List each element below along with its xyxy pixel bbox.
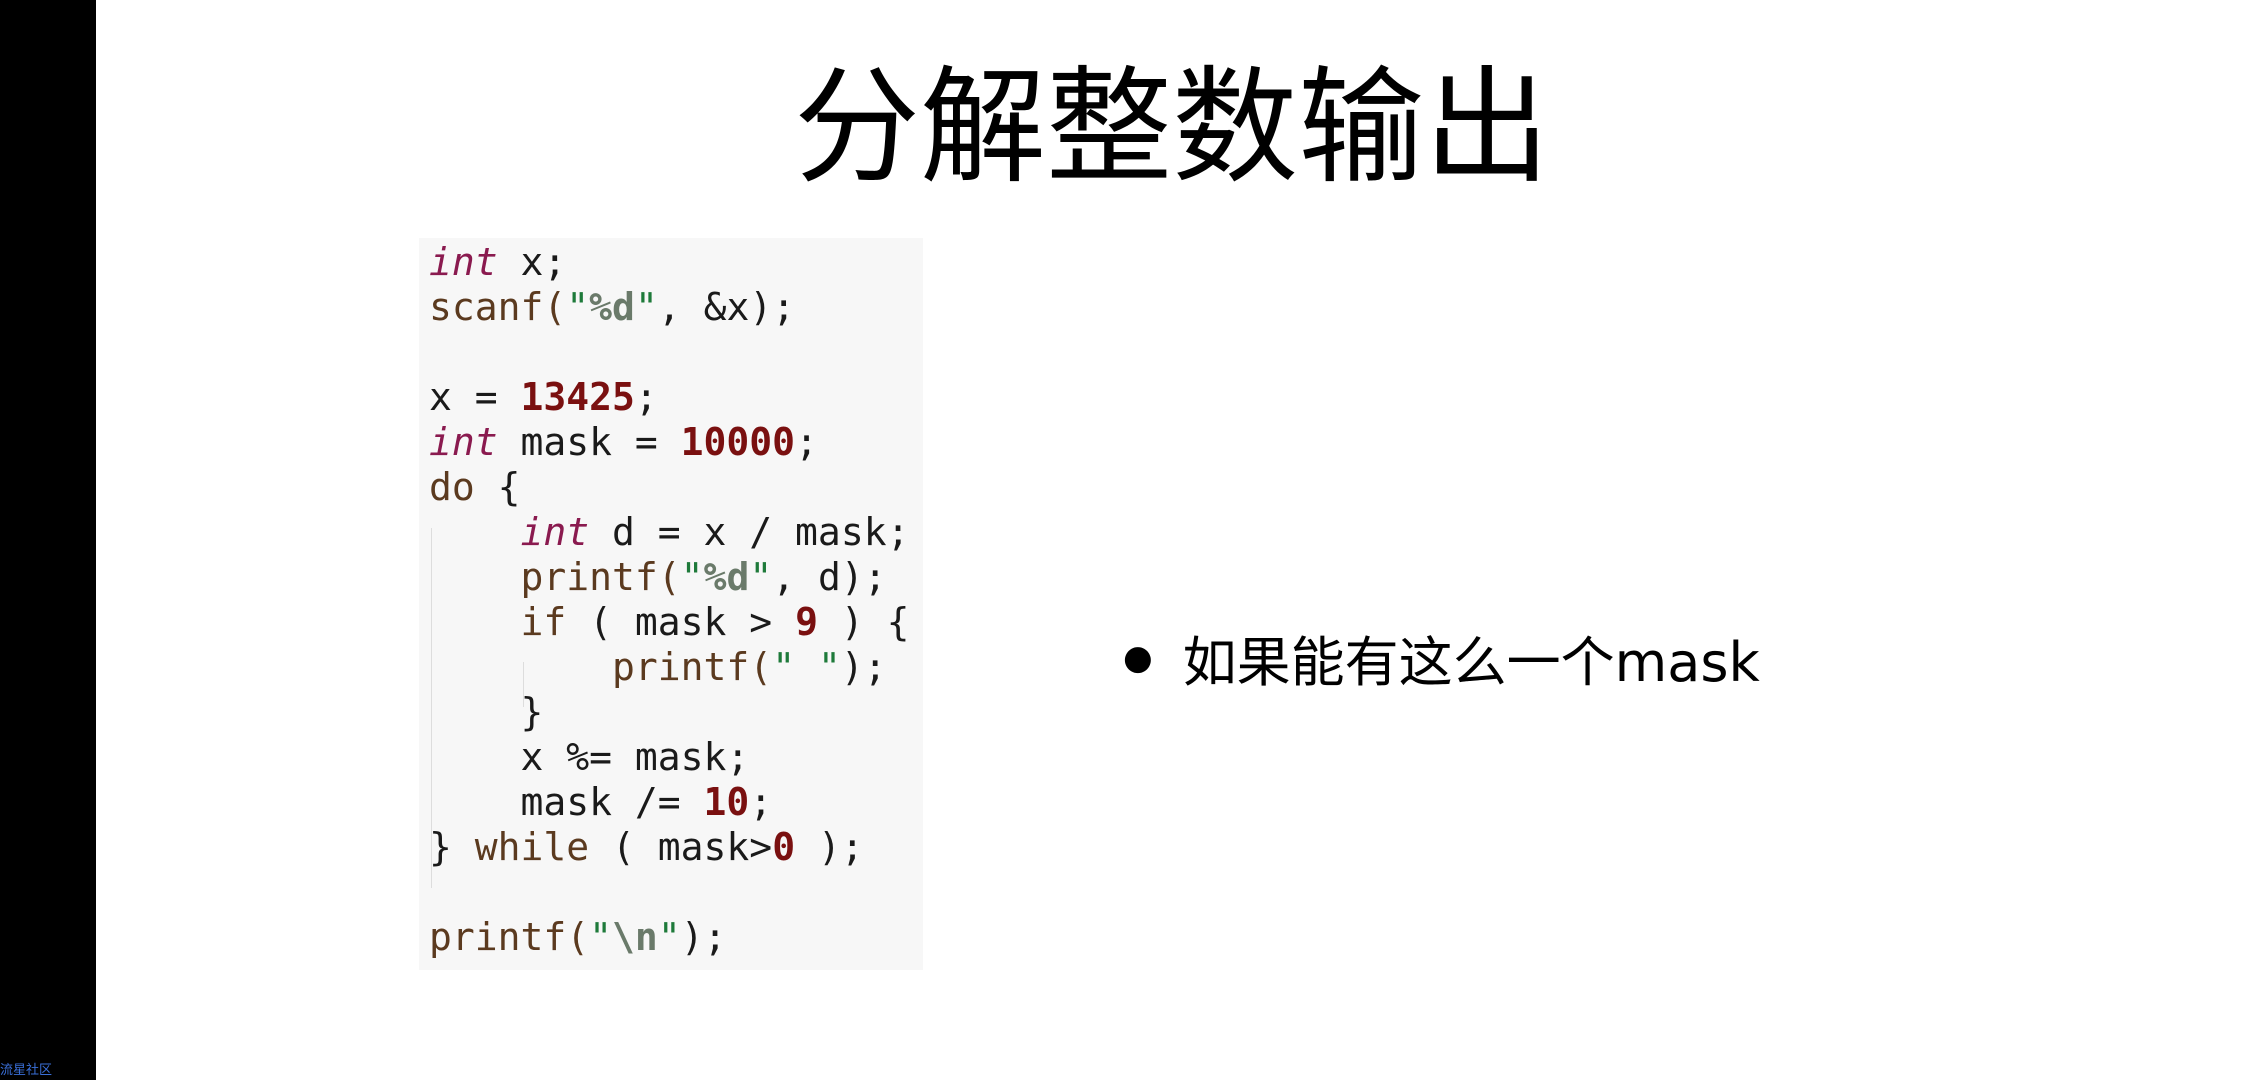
code-token: ( mask > <box>566 600 796 644</box>
code-token: ( mask> <box>589 825 773 869</box>
code-token: x; <box>497 240 567 284</box>
code-token: 9 <box>795 600 818 644</box>
code-line: int d = x / mask; <box>429 510 910 555</box>
code-token: " <box>657 915 681 959</box>
watermark: 流星社区 <box>0 1063 53 1078</box>
bullet-text: 如果能有这么一个mask <box>1182 631 1760 694</box>
bullet-dot-icon: ● <box>1123 637 1153 678</box>
code-token: x = <box>429 375 521 419</box>
slide-title: 分解整数输出 <box>794 54 1550 201</box>
code-token: } <box>429 825 475 869</box>
code-token: " <box>566 285 590 329</box>
code-token: " <box>680 555 704 599</box>
code-token <box>429 555 521 599</box>
code-line: do { <box>429 465 909 510</box>
code-line <box>429 870 909 915</box>
code-token: int <box>429 240 498 284</box>
code-token: 13425 <box>520 375 635 419</box>
code-token: \n <box>612 915 658 959</box>
code-token: , &x); <box>657 285 796 329</box>
code-token: ) { <box>817 600 910 644</box>
code-token: " <box>749 555 773 599</box>
code-token: mask /= <box>429 780 704 824</box>
code-token: do <box>429 465 475 509</box>
code-token: , d); <box>772 555 887 599</box>
code-line: printf("%d", d); <box>429 555 909 600</box>
code-token: %d <box>703 555 750 599</box>
code-token: } <box>429 690 544 734</box>
code-token: 10 <box>703 780 750 824</box>
code-line: int x; <box>429 240 909 285</box>
code-line: x = 13425; <box>429 375 909 420</box>
code-token: ; <box>634 375 658 419</box>
indent-guide <box>431 528 432 888</box>
code-line: if ( mask > 9 ) { <box>429 600 910 645</box>
code-line <box>429 330 909 375</box>
code-token: 0 <box>772 825 796 869</box>
code-token: printf( <box>612 645 773 689</box>
code-token: " <box>589 915 613 959</box>
code-line: scanf("%d", &x); <box>429 285 909 330</box>
code-text: int x;scanf("%d", &x); x = 13425;int mas… <box>429 240 909 960</box>
code-token: if <box>520 600 567 644</box>
code-token: while <box>474 825 590 869</box>
code-line: int mask = 10000; <box>429 420 909 465</box>
code-token: printf( <box>429 915 590 959</box>
code-line: printf("\n"); <box>429 915 909 960</box>
code-token: ; <box>795 420 818 464</box>
code-token: int <box>520 510 590 554</box>
code-token: %d <box>589 285 635 329</box>
left-black-bar <box>0 0 96 1080</box>
code-token <box>429 600 521 644</box>
code-token: { <box>474 465 521 509</box>
code-token: x %= mask; <box>429 735 750 779</box>
indent-guide-inner <box>523 662 524 707</box>
code-line: mask /= 10; <box>429 780 909 825</box>
code-token <box>429 510 521 554</box>
code-token: " " <box>772 645 841 689</box>
code-token: 10000 <box>680 420 796 464</box>
code-token: d = x / mask; <box>589 510 910 554</box>
bullet-item: ● 如果能有这么一个mask <box>1123 618 1760 697</box>
code-line: } <box>429 690 909 735</box>
code-token: ; <box>749 780 773 824</box>
code-token <box>429 645 612 689</box>
code-token: ); <box>795 825 864 869</box>
code-token: ); <box>680 915 727 959</box>
code-token: ); <box>840 645 887 689</box>
code-token: mask = <box>497 420 681 464</box>
code-token: printf( <box>520 555 681 599</box>
slide: 分解整数输出 int x;scanf("%d", &x); x = 13425;… <box>96 0 2248 1080</box>
code-token: scanf( <box>429 285 567 329</box>
code-block: int x;scanf("%d", &x); x = 13425;int mas… <box>419 238 923 970</box>
code-token: " <box>634 285 658 329</box>
code-line: printf(" "); <box>429 645 909 690</box>
code-line: } while ( mask>0 ); <box>429 825 909 870</box>
code-line: x %= mask; <box>429 735 909 780</box>
code-token: int <box>429 420 498 464</box>
